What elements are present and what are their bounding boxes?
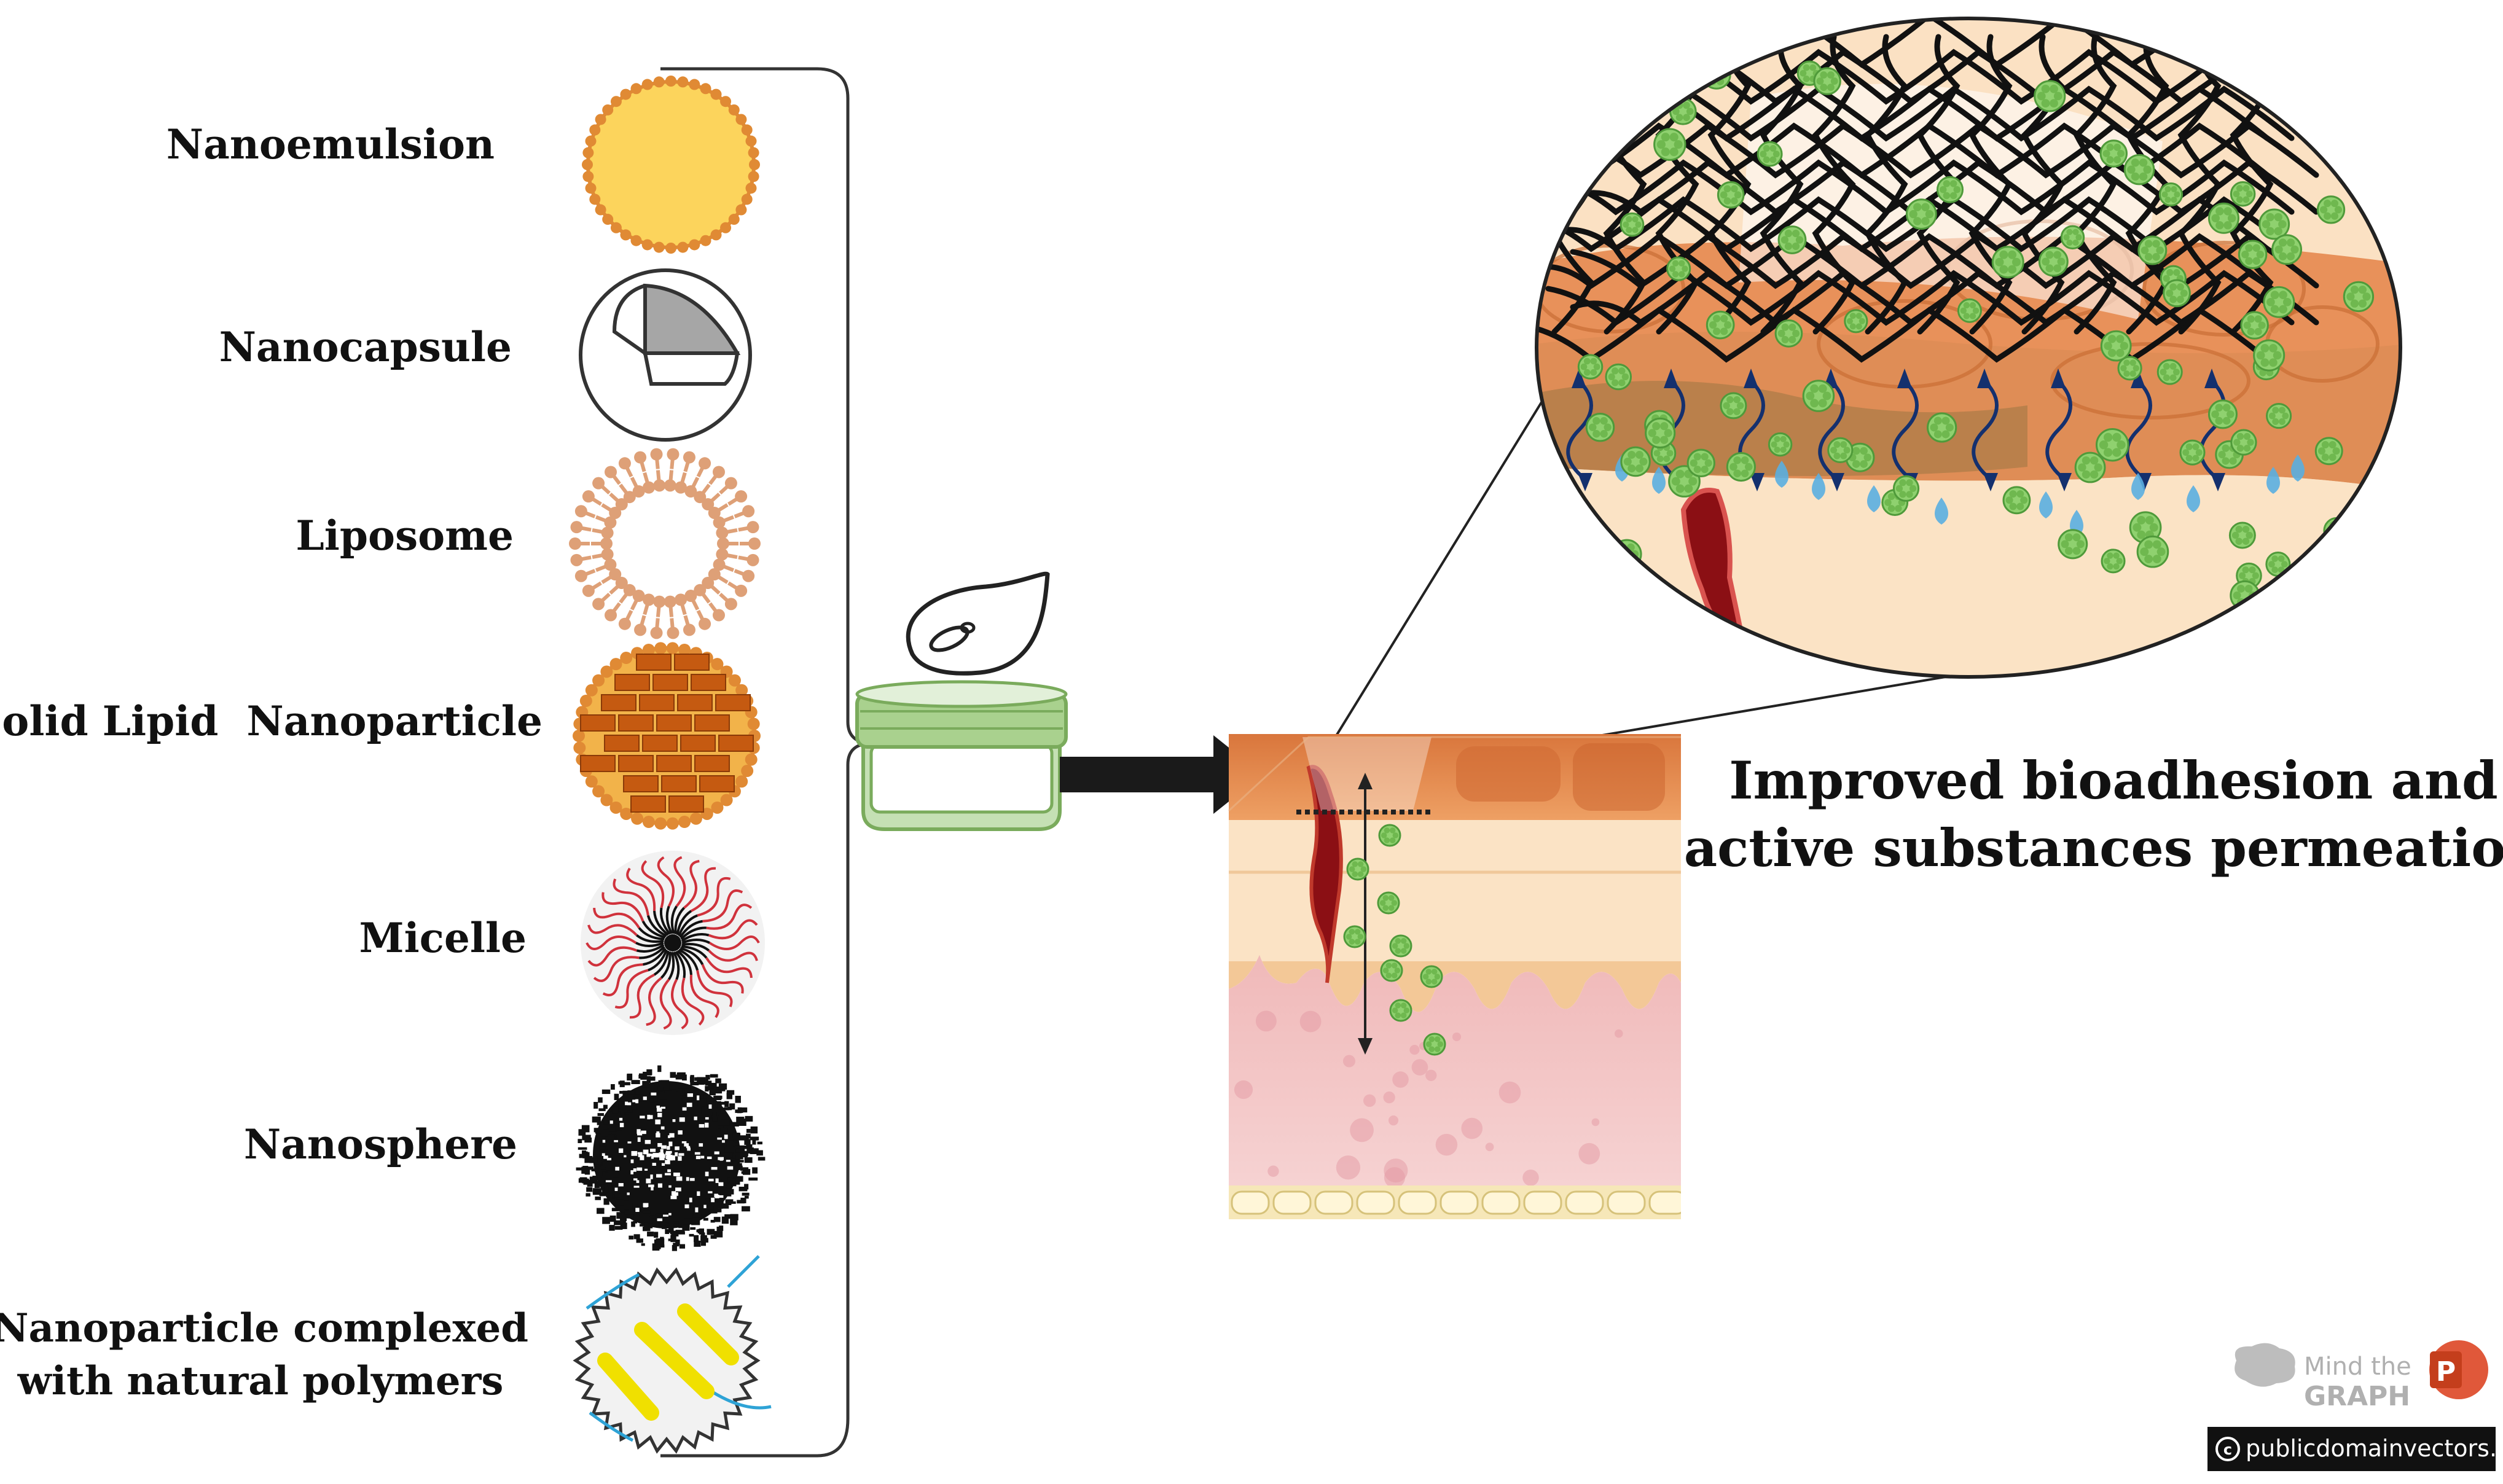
- polymer-complexed-nanoparticle-icon: [573, 1255, 772, 1454]
- mindthegraph-logo: Mind the GRAPH: [2235, 1343, 2411, 1412]
- nanosphere-label: Nanosphere: [244, 1120, 517, 1168]
- skin-cross-section: [1229, 734, 1681, 1219]
- complexed-label-line2: with natural polymers: [17, 1358, 504, 1404]
- caption-line1: Improved bioadhesion and: [1729, 750, 2498, 811]
- svg-text:c: c: [2223, 1441, 2232, 1458]
- liposome-icon: [569, 448, 761, 639]
- credit-badge: c publicdomainvectors.org: [2207, 1427, 2503, 1471]
- nanocapsule-label: Nanocapsule: [219, 323, 512, 371]
- zoom-line-top: [1326, 398, 1545, 752]
- powerpoint-logo: P: [2429, 1340, 2488, 1399]
- nanosphere-icon: [576, 1065, 766, 1251]
- micelle-label: Micelle: [359, 914, 527, 962]
- cream-drop-icon: [906, 571, 1050, 676]
- cream-jar-icon: [855, 680, 1068, 831]
- credit-text: publicdomainvectors.org: [2246, 1435, 2503, 1462]
- solid-lipid-nanoparticle-icon: [573, 642, 761, 830]
- nanoemulsion-icon: [582, 76, 760, 254]
- micelle-icon: [581, 851, 765, 1035]
- liposome-label: Liposome: [296, 512, 514, 560]
- magnified-view: [1535, 17, 2402, 679]
- nanoemulsion-label: Nanoemulsion: [166, 120, 495, 168]
- mindthegraph-text2: GRAPH: [2304, 1381, 2410, 1412]
- complexed-label-line1: Nanoparticle complexed: [0, 1305, 528, 1351]
- solid-lipid-nanoparticle-label: Solid Lipid Nanoparticle: [0, 697, 543, 745]
- nanocapsule-icon: [579, 268, 752, 442]
- powerpoint-letter: P: [2436, 1356, 2456, 1388]
- caption-line2: active substances permeation: [1684, 818, 2503, 878]
- mindthegraph-text1: Mind the: [2304, 1353, 2411, 1381]
